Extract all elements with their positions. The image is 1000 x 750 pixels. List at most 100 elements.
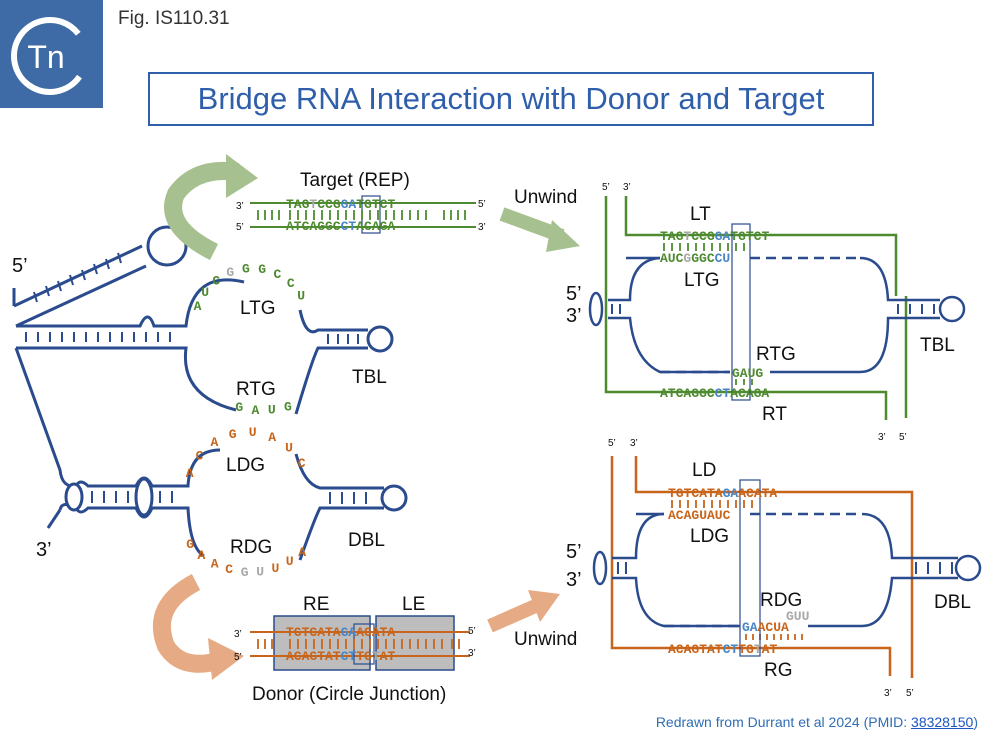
donor-top-left-end: 3’ — [234, 629, 242, 640]
target-bottom-segment: ACAGA — [356, 219, 395, 234]
pmid-link[interactable]: 38328150 — [911, 714, 974, 730]
donor-bottom-segment: CT — [341, 649, 357, 664]
tc-rtg-segment: GAUG — [732, 366, 763, 381]
dc-dbl-label: DBL — [934, 592, 971, 613]
rdg-loop-letter: G — [241, 565, 249, 580]
re-label: RE — [303, 594, 329, 615]
rdg-sequence: GAACUA — [742, 620, 789, 635]
ldg-loop-letter: A — [210, 435, 218, 450]
dc-rg-segment: CT — [723, 642, 739, 657]
dc-rg-segment: AT — [762, 642, 778, 657]
ltg-loop-letter: U — [201, 285, 209, 300]
target-top-segment: CCG — [317, 197, 341, 212]
target-bottom-right-end: 3’ — [478, 222, 486, 233]
dc-top-end-5: 5’ — [608, 438, 616, 449]
rg-label: RG — [764, 660, 793, 681]
tc-top-end-5: 5’ — [602, 182, 610, 193]
dc-rg-segment: TG — [738, 642, 754, 657]
target-bottom-segment: CT — [341, 219, 357, 234]
donor-bottom-segment: AT — [380, 649, 396, 664]
ldg-loop-letter: G — [229, 427, 237, 442]
dc-bottom-end-3: 3’ — [884, 688, 892, 699]
dc-rg-segment: T — [754, 642, 762, 657]
ltg-loop-letter: C — [212, 273, 220, 288]
rdg-loop-letter: C — [225, 562, 233, 577]
donor-bottom-segment: TG — [356, 649, 372, 664]
rdg-loop-sequence: GUU — [786, 609, 809, 624]
ld-sequence: TGTCATAGAACATA — [668, 486, 777, 501]
dbl-label: DBL — [348, 530, 385, 551]
le-label: LE — [402, 594, 425, 615]
rtg-loop-letter: G — [235, 400, 243, 415]
donor-complex — [592, 456, 982, 678]
tc-rtg-label: RTG — [756, 344, 796, 365]
ltg-sequence: AUCGGGCCU — [660, 251, 730, 266]
tc-ltg-segment: CU — [715, 251, 731, 266]
rdg-loop-letter: U — [256, 564, 264, 579]
dc-rg-segment: ACAGTAT — [668, 642, 723, 657]
target-bottom-segment: ATCAGGC — [286, 219, 341, 234]
ldg-loop-letter: C — [298, 456, 306, 471]
ldg-loop-letter: U — [249, 425, 257, 440]
dc-rdg-label: RDG — [760, 590, 802, 611]
donor-bottom-left-end: 5’ — [234, 652, 242, 663]
target-top-right-end: 5’ — [478, 199, 486, 210]
ldg-sequence: ACAGUAUC — [668, 508, 731, 523]
ltg-label: LTG — [240, 298, 276, 319]
ld-label: LD — [692, 460, 716, 481]
target-dna — [250, 195, 476, 234]
dc-ld-segment: ACATA — [738, 486, 777, 501]
green-curved-arrow-head — [226, 154, 258, 198]
donor-top-segment: GA — [341, 625, 357, 640]
lt-label: LT — [690, 204, 711, 225]
tc-top-end-3: 3’ — [623, 182, 631, 193]
tc-lt-segment: TGTCT — [730, 229, 769, 244]
dc-rdg-segment: UA — [773, 620, 789, 635]
rdg-loop-letter: A — [298, 545, 306, 560]
ltg-loop-letter: G — [258, 262, 266, 277]
tc-lt-segment: T — [683, 229, 691, 244]
left-5prime-end: 5’ — [12, 255, 28, 277]
dc-bottom-end-5: 5’ — [906, 688, 914, 699]
orange-straight-arrow-head — [528, 590, 560, 622]
ltg-loop-letter: U — [297, 288, 305, 303]
donor-bottom-segment: ACAGTAT — [286, 649, 341, 664]
tc-ltg-segment: GGC — [691, 251, 715, 266]
lt-sequence: TAGTCCGGATGTCT — [660, 229, 769, 244]
ldg-loop-letter: A — [268, 430, 276, 445]
target-complex — [588, 196, 966, 420]
ltg-loop-letter: G — [242, 261, 250, 276]
dc-ld-segment: GA — [723, 486, 739, 501]
target-bottom-sequence: ATCAGGCCTACAGA — [286, 219, 395, 234]
rg-sequence: ACAGTATCTTGTAT — [668, 642, 777, 657]
dc-ldg-label: LDG — [690, 526, 729, 547]
tc-tbl-label: TBL — [920, 335, 955, 356]
dc-ldg-segment: ACAGUAUC — [668, 508, 731, 523]
rtg-loop-letter: G — [284, 399, 292, 414]
tc-bottom-end-3: 3’ — [878, 432, 886, 443]
tc-ltg-segment: AUC — [660, 251, 684, 266]
tn-logo: Tn — [0, 0, 103, 108]
unwind-label-top: Unwind — [514, 187, 577, 208]
tc-lt-segment: GA — [715, 229, 731, 244]
bridge-rna-structure — [12, 225, 408, 561]
donor-top-right-end: 5’ — [468, 626, 476, 637]
left-3prime-end: 3’ — [36, 539, 52, 561]
donor-bottom-right-end: 3’ — [468, 648, 476, 659]
credit-suffix: ) — [973, 714, 978, 730]
rtg-loop-letter: U — [268, 403, 276, 418]
target-bottom-left-end: 5’ — [236, 222, 244, 233]
orange-curved-arrow — [152, 574, 225, 673]
donor-top-segment: TGTCATA — [286, 625, 341, 640]
ldg-label: LDG — [226, 455, 265, 476]
dc-side-end-5: 5’ — [566, 541, 582, 563]
unwind-label-bottom: Unwind — [514, 629, 577, 650]
green-curved-arrow — [164, 162, 240, 261]
ltg-loop-letter: C — [287, 276, 295, 291]
tc-ltg-segment: G — [683, 251, 691, 266]
ltg-loop-letter: A — [194, 299, 202, 314]
rtg-loop-letter: A — [251, 403, 259, 418]
tc-bottom-end-5: 5’ — [899, 432, 907, 443]
